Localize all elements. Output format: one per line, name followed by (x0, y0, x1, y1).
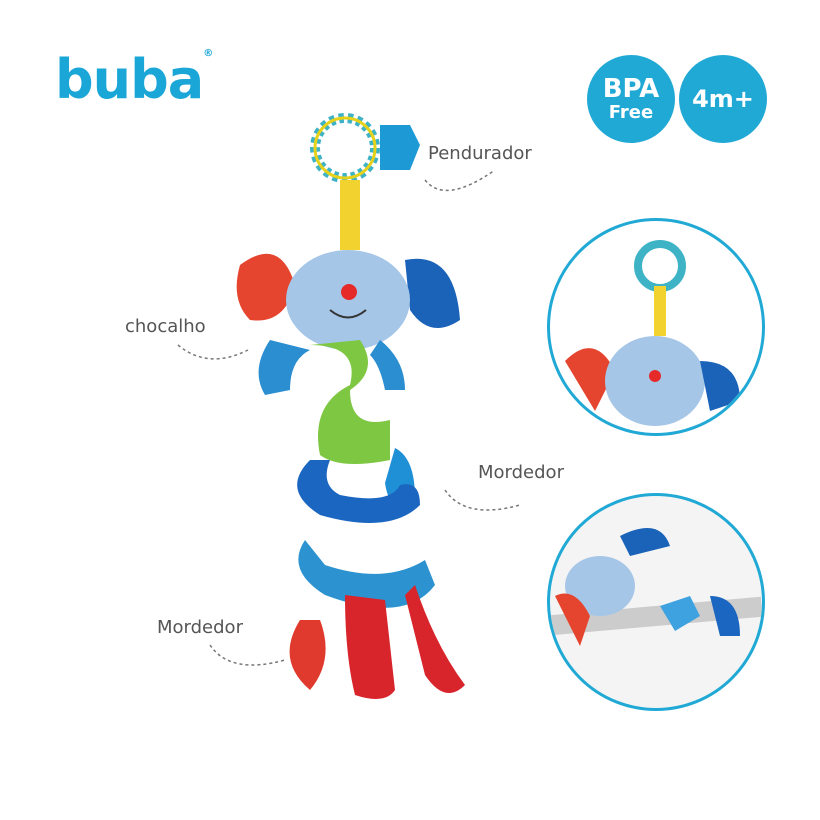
dog-head (286, 250, 410, 350)
body-green (310, 340, 390, 464)
hanger-ring (310, 113, 380, 183)
rattle-ear (236, 253, 295, 321)
label-rattle: chocalho (125, 316, 206, 337)
teether-bottom (289, 620, 326, 690)
detail-photo-top (547, 218, 765, 436)
hanger-teether (380, 125, 420, 170)
label-hanger: Pendurador (428, 143, 532, 164)
age-badge: 4m+ (679, 55, 767, 143)
ear-right (405, 258, 460, 328)
detail-photo-bottom (547, 493, 765, 711)
label-teether-middle: Mordedor (478, 462, 564, 483)
bpa-free-badge: BPA Free (587, 55, 675, 143)
label-teether-bottom: Mordedor (157, 617, 243, 638)
hanger-strap (340, 180, 360, 250)
buba-logo: buba® (55, 48, 213, 111)
